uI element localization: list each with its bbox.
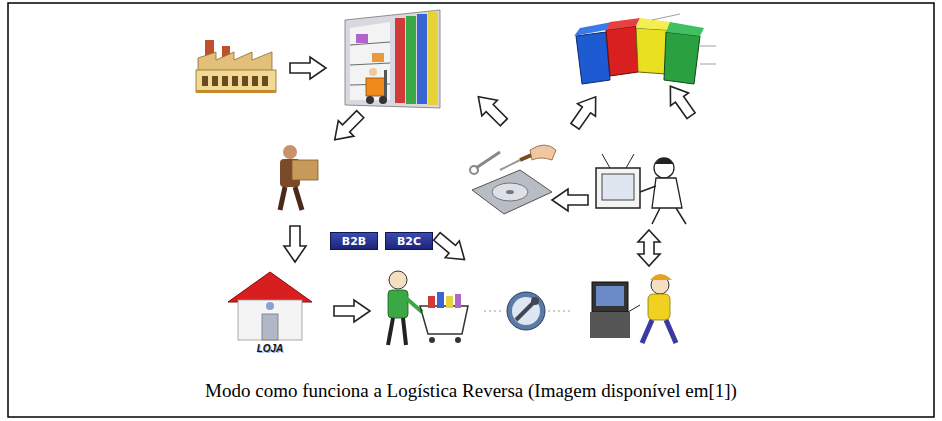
channel-badge: B2C xyxy=(385,232,433,250)
store-house-icon xyxy=(228,272,312,340)
gamer-icon xyxy=(590,274,676,343)
repair-disk-icon xyxy=(470,145,556,214)
warehouse-icon xyxy=(345,10,440,108)
flow-arrow xyxy=(566,91,605,133)
frame xyxy=(8,3,934,417)
flow-arrow xyxy=(334,300,370,322)
service-icon xyxy=(484,292,570,330)
flow-arrow xyxy=(290,57,326,79)
flow-arrow xyxy=(284,226,306,262)
factory-icon xyxy=(196,40,276,93)
badge-text: B2B xyxy=(342,235,366,248)
flow-arrow xyxy=(661,80,700,122)
flow-arrow xyxy=(471,89,512,130)
channel-badge: B2B xyxy=(330,232,378,250)
badge-text: B2C xyxy=(397,235,421,248)
recycling-bins-icon xyxy=(574,14,716,84)
technician-icon xyxy=(596,154,686,224)
delivery-man-icon xyxy=(280,145,318,210)
store-label: LOJA xyxy=(257,343,284,354)
shopper-icon xyxy=(388,271,468,345)
flow-arrow xyxy=(430,228,472,268)
flow-arrow xyxy=(552,189,588,211)
figure-caption: Modo como funciona a Logística Reversa (… xyxy=(205,380,737,402)
flow-arrow xyxy=(638,230,660,266)
flow-arrow xyxy=(327,106,368,147)
